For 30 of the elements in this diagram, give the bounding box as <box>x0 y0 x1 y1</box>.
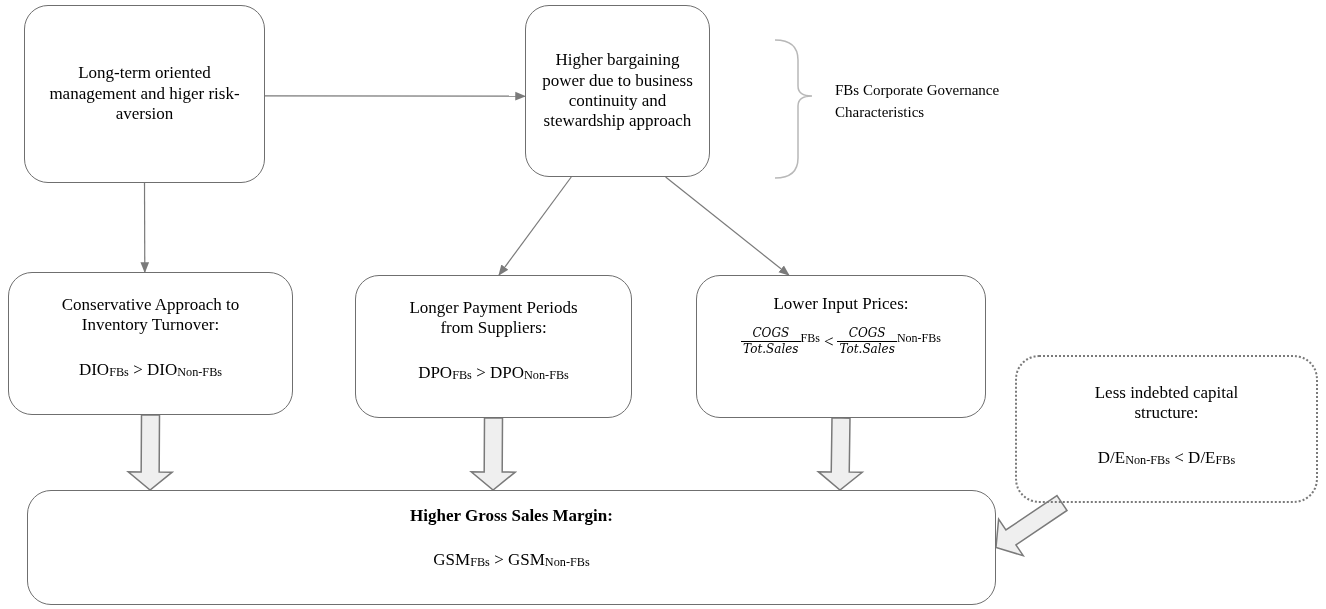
fraction-denominator: Tot.Sales <box>741 341 801 358</box>
box-heading: Long-term oriented management and higer risk-aversion <box>48 63 241 125</box>
fraction-numerator: COGS <box>752 326 790 342</box>
rounded-box <box>24 5 265 183</box>
block-arrow <box>126 414 175 491</box>
box-heading: Longer Payment Periods from Suppliers: <box>408 298 579 339</box>
box-heading: Lower Input Prices: <box>773 294 909 315</box>
rounded-box <box>696 275 986 418</box>
block-arrow <box>469 417 518 491</box>
subscript-label: FBs <box>800 330 820 346</box>
box-heading: Less indebted capital structure: <box>1093 383 1240 424</box>
dotted-rounded-box <box>1015 355 1318 503</box>
rounded-box <box>525 5 710 177</box>
rounded-box <box>355 275 632 418</box>
fraction-denominator: Tot.Sales <box>837 341 897 358</box>
box-heading: Higher Gross Sales Margin: <box>410 506 613 527</box>
arrow <box>264 91 527 101</box>
comparison-sign: < <box>823 331 834 353</box>
arrow <box>665 176 790 276</box>
arrow <box>498 176 572 276</box>
arrow <box>140 182 150 274</box>
box-heading: Higher bargaining power due to business continuity and stewardship approach <box>541 50 694 132</box>
fraction-numerator: COGS <box>848 326 886 342</box>
subscript-label: Non-FBs <box>896 330 941 346</box>
box-heading: Conservative Approach to Inventory Turnover: <box>60 295 241 336</box>
group-label: FBs Corporate Governance Characteristics <box>835 81 1001 122</box>
rounded-box <box>27 490 996 605</box>
rounded-box <box>8 272 293 415</box>
block-arrow <box>816 417 865 491</box>
block-arrow <box>995 494 1069 557</box>
